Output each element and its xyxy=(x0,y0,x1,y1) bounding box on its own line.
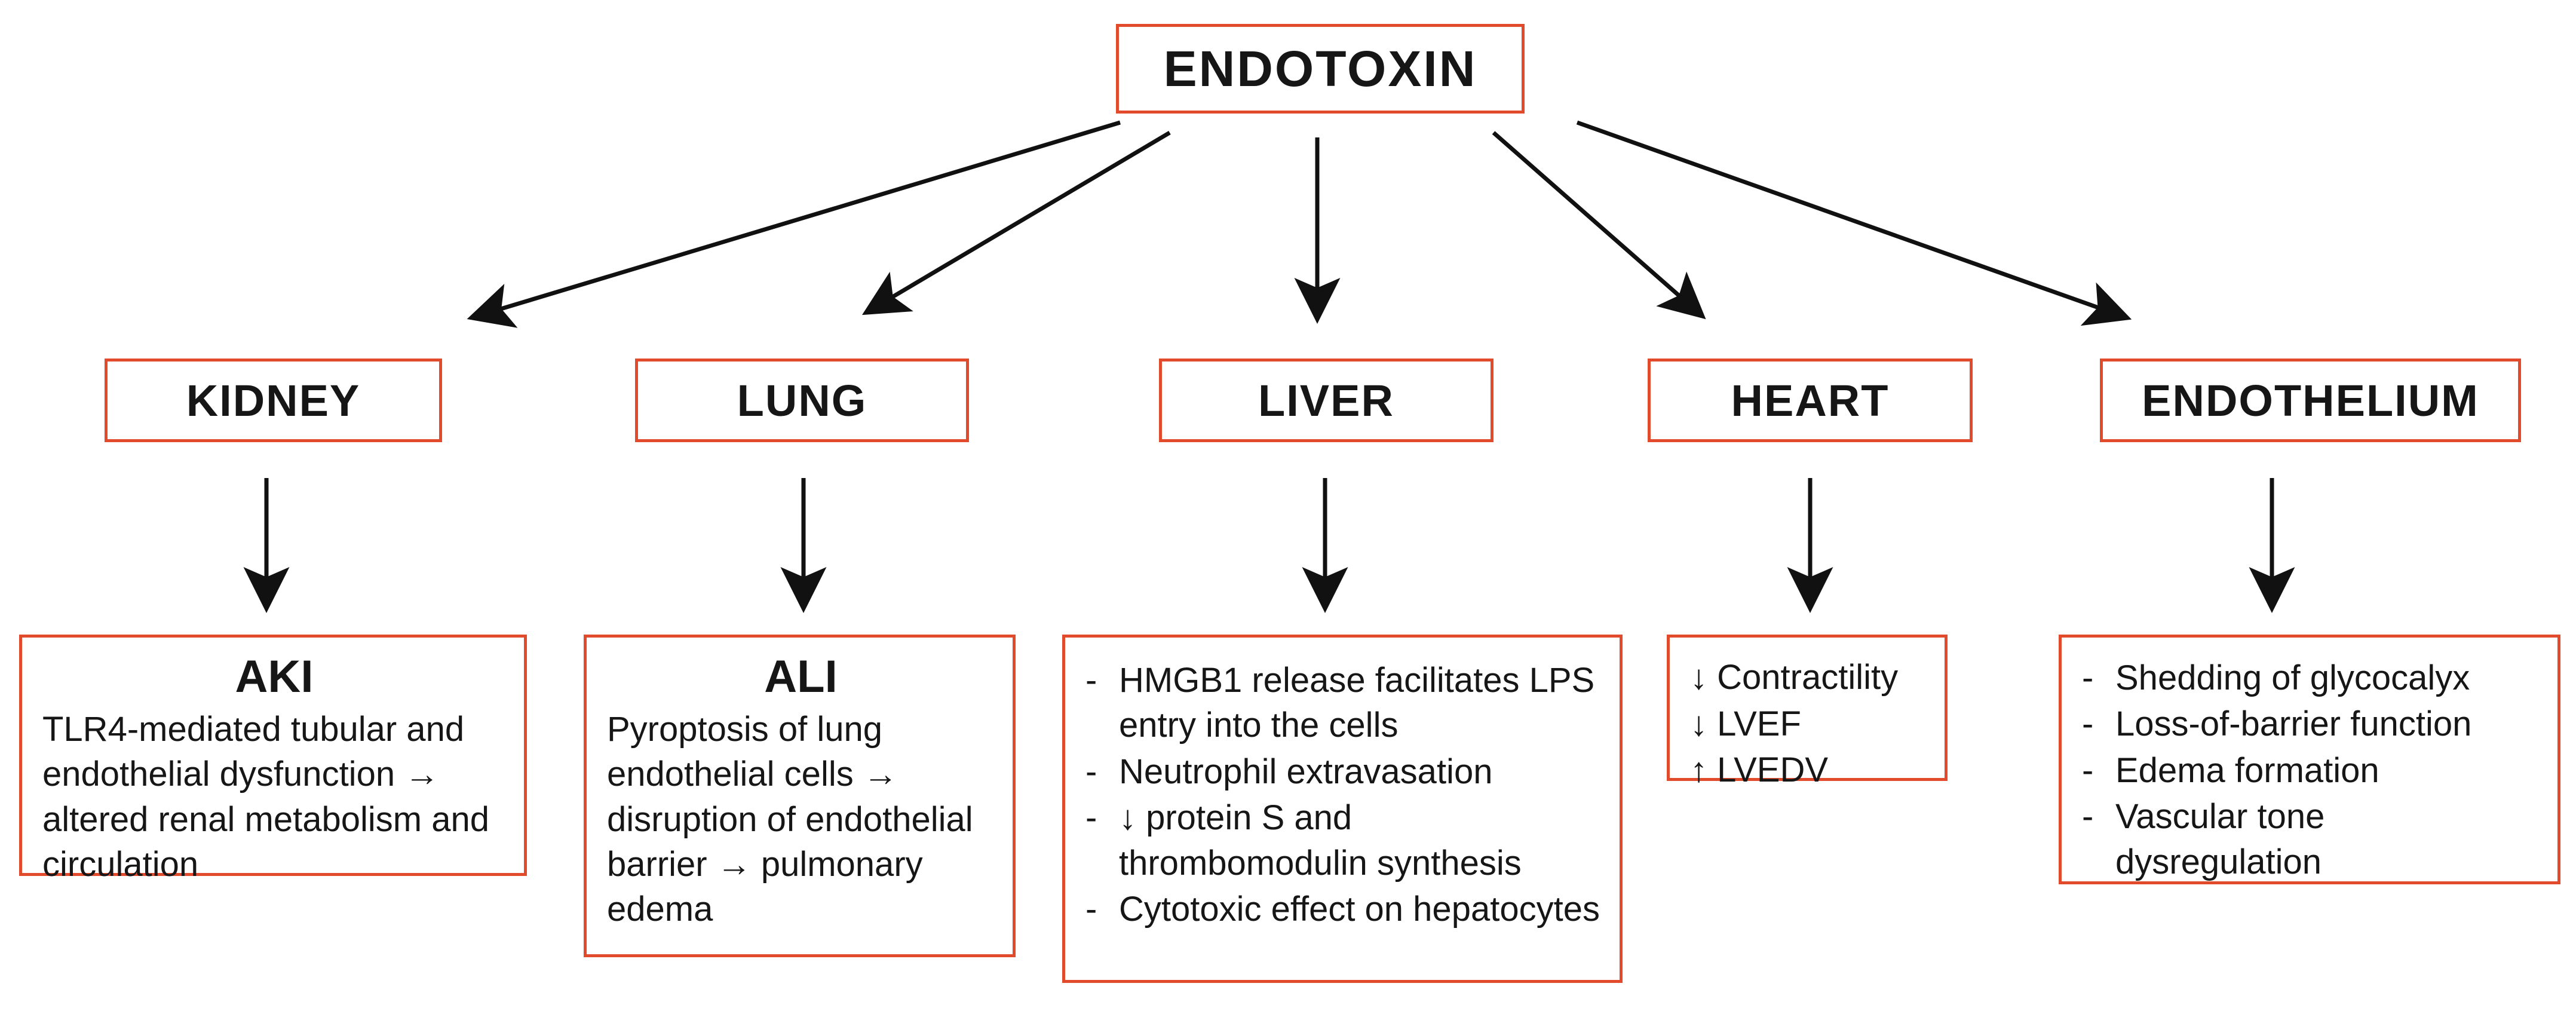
bullet-dash: - xyxy=(2082,750,2094,790)
list-item-text: ↓ protein S and thrombomodulin synthesis xyxy=(1119,798,1522,883)
bullet-dash: - xyxy=(2082,658,2094,697)
detail-endothelium-list: - Shedding of glycocalyx - Loss-of-barri… xyxy=(2082,655,2540,884)
node-endotoxin-label: ENDOTOXIN xyxy=(1163,40,1477,97)
list-item: - HMGB1 release facilitates LPS entry in… xyxy=(1085,658,1602,748)
detail-liver-list: - HMGB1 release facilitates LPS entry in… xyxy=(1085,658,1602,932)
bullet-dash: - xyxy=(1085,752,1097,791)
bullet-dash: - xyxy=(2082,704,2094,744)
node-heart[interactable]: HEART xyxy=(1648,359,1973,442)
list-item: - Vascular tone dysregulation xyxy=(2082,794,2540,884)
arrow-endotoxin-to-endothelium xyxy=(1576,120,2132,326)
detail-aki-text: TLR4-mediated tubular and endothelial dy… xyxy=(42,709,489,884)
node-liver[interactable]: LIVER xyxy=(1159,359,1494,442)
list-item: - ↓ protein S and thrombomodulin synthes… xyxy=(1085,795,1602,886)
detail-ali-title: ALI xyxy=(764,651,838,702)
detail-heart-list: ↓ Contractility ↓ LVEF ↑ LVEDV xyxy=(1690,654,1927,794)
node-endotoxin[interactable]: ENDOTOXIN xyxy=(1116,24,1525,114)
bullet-dash: - xyxy=(1085,798,1097,838)
list-item-text: Cytotoxic effect on hepatocytes xyxy=(1119,889,1600,929)
node-lung[interactable]: LUNG xyxy=(635,359,969,442)
detail-aki[interactable]: AKI TLR4-mediated tubular and endothelia… xyxy=(19,635,527,884)
arrow-endotoxin-to-heart xyxy=(1492,131,1706,320)
node-kidney[interactable]: KIDNEY xyxy=(105,359,442,442)
list-item: ↓ LVEF xyxy=(1690,704,1801,743)
list-item: - Cytotoxic effect on hepatocytes xyxy=(1085,887,1602,932)
arrow-endotoxin-to-lung xyxy=(861,130,1171,315)
list-item-text: Loss-of-barrier function xyxy=(2115,704,2472,744)
node-liver-label: LIVER xyxy=(1258,375,1394,425)
detail-endothelium[interactable]: - Shedding of glycocalyx - Loss-of-barri… xyxy=(2059,635,2560,884)
list-item: - Edema formation xyxy=(2082,748,2540,793)
list-item-text: Shedding of glycocalyx xyxy=(2115,658,2470,697)
detail-aki-title: AKI xyxy=(235,651,314,702)
detail-ali-text: Pyroptosis of lung endothelial cells → d… xyxy=(607,709,973,929)
detail-ali[interactable]: ALI Pyroptosis of lung endothelial cells… xyxy=(584,635,1016,957)
bullet-dash: - xyxy=(2082,797,2094,837)
list-item: ↑ LVEDV xyxy=(1690,750,1829,790)
list-item: - Loss-of-barrier function xyxy=(2082,701,2540,746)
list-item-text: Vascular tone dysregulation xyxy=(2115,797,2325,881)
detail-heart[interactable]: ↓ Contractility ↓ LVEF ↑ LVEDV xyxy=(1667,635,1948,789)
list-item: - Shedding of glycocalyx xyxy=(2082,655,2540,700)
list-item: - Neutrophil extravasation xyxy=(1085,749,1602,794)
node-heart-label: HEART xyxy=(1731,375,1890,425)
node-kidney-label: KIDNEY xyxy=(186,375,361,425)
node-lung-label: LUNG xyxy=(737,375,867,425)
bullet-dash: - xyxy=(1085,889,1097,929)
node-endothelium-label: ENDOTHELIUM xyxy=(2142,375,2479,425)
arrow-endotoxin-to-kidney xyxy=(467,120,1121,328)
list-item-text: Neutrophil extravasation xyxy=(1119,752,1493,791)
detail-liver[interactable]: - HMGB1 release facilitates LPS entry in… xyxy=(1062,635,1623,983)
node-endothelium[interactable]: ENDOTHELIUM xyxy=(2100,359,2521,442)
list-item-text: Edema formation xyxy=(2115,750,2379,790)
list-item-text: HMGB1 release facilitates LPS entry into… xyxy=(1119,661,1595,745)
list-item: ↓ Contractility xyxy=(1690,658,1899,697)
bullet-dash: - xyxy=(1085,661,1097,700)
